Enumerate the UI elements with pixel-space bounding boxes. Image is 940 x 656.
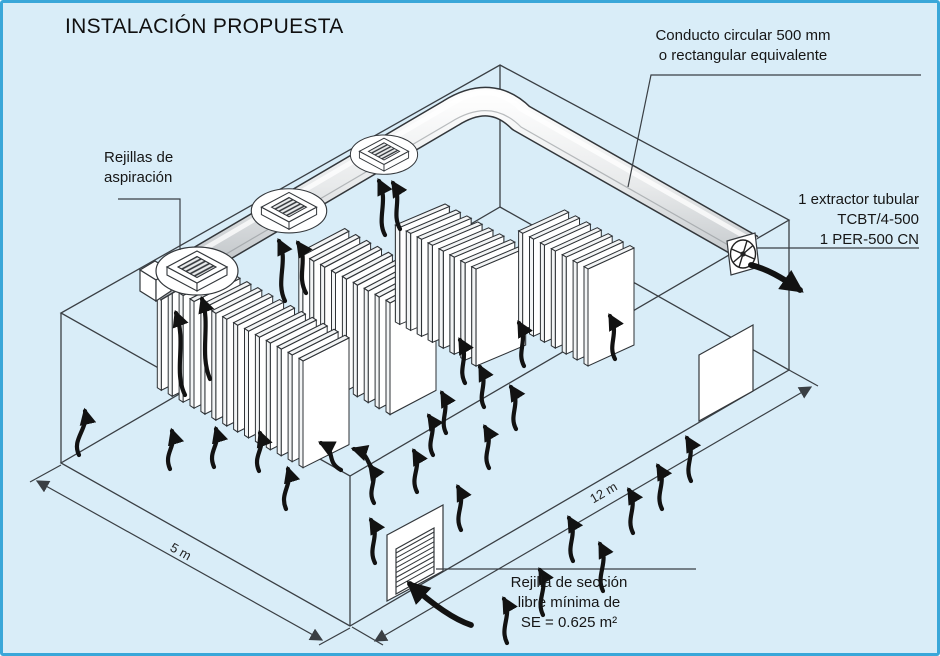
label-inlet-grille: Rejilla de sección libre mínima de SE = … [510, 574, 628, 631]
dimension-5m [29, 464, 351, 646]
exhaust-duct [145, 86, 759, 301]
drying-panels-bank-4 [518, 209, 635, 367]
exhaust-air-arrow [748, 262, 804, 293]
aspiration-grille-3 [349, 134, 419, 175]
label-duct: Conducto circular 500 mm o rectangular e… [655, 27, 831, 64]
label-leader-lines [118, 74, 921, 570]
aspiration-grille-2 [250, 188, 328, 234]
label-aspiration-grilles: Rejillas de aspiración [104, 149, 174, 186]
inlet-air-arrow [406, 580, 474, 628]
side-panel [698, 323, 754, 423]
airflow-arrows [75, 177, 702, 646]
page-title: INSTALACIÓN PROPUESTA [65, 15, 344, 38]
dimension-12m [351, 369, 819, 646]
inlet-door [386, 503, 444, 603]
installation-diagram [29, 64, 921, 646]
label-extractor: 1 extractor tubular TCBT/4-500 1 PER-500… [798, 191, 919, 248]
aspiration-grille-1 [155, 246, 239, 296]
inlet-louver-grille [395, 526, 435, 596]
